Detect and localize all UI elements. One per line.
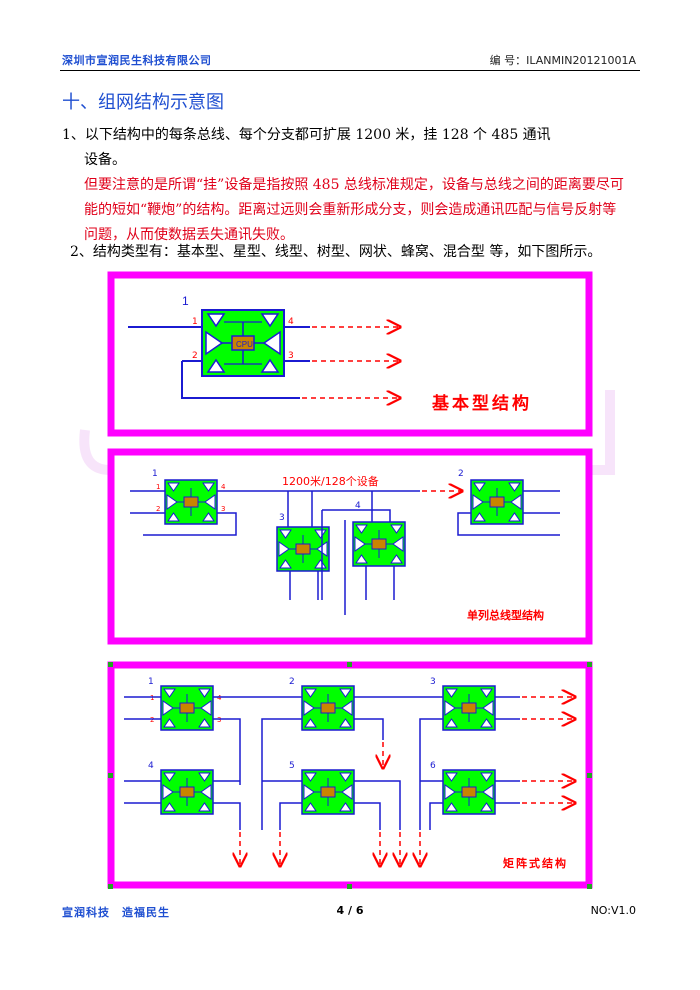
matrix-caption: 矩阵式结构 xyxy=(503,856,568,870)
matrix-node-label-2: 2 xyxy=(289,677,295,687)
matrix-node-label-5: 5 xyxy=(289,761,295,771)
matrix-node-5 xyxy=(301,769,355,815)
line-port-2: 2 xyxy=(156,505,160,513)
footer-version: NO:V1.0 xyxy=(590,904,636,917)
paragraph-2: 2、结构类型有：基本型、星型、线型、树型、网状、蜂窝、混合型 等，如下图所示。 xyxy=(70,244,602,260)
basic-structure-diagram: 1 CPU 1 2 3 4 基本型结构 xyxy=(107,271,593,437)
matrix-node-2 xyxy=(301,685,355,731)
line-node-label-1: 1 xyxy=(152,469,158,479)
warning-line-2: 能的短如“鞭炮”的结构。距离过远则会重新形成分支，则会造成通讯匹配与信号反射等 xyxy=(84,202,617,218)
header-company: 深圳市宣润民生科技有限公司 xyxy=(62,54,212,67)
basic-port-3: 3 xyxy=(288,351,294,361)
line-structure-diagram: 1200米/128个设备 1 1 2 3 4 3 4 2 单列总线型结构 xyxy=(107,448,593,645)
matrix-node-label-1: 1 xyxy=(148,677,154,687)
line-port-4: 4 xyxy=(221,483,226,491)
line-node-label-3: 3 xyxy=(279,513,285,523)
paragraph-1-line-2: 设备。 xyxy=(84,152,126,168)
basic-port-2: 2 xyxy=(192,351,198,361)
section-title: 十、组网结构示意图 xyxy=(62,92,224,113)
basic-port-1: 1 xyxy=(192,317,198,327)
matrix-port-3: 3 xyxy=(217,716,221,724)
header-doc-number: 编 号：ILANMIN20121001A xyxy=(489,54,636,67)
warning-line-1: 但要注意的是所谓“挂”设备是指按照 485 总线标准规定，设备与总线之间的距离要… xyxy=(84,177,624,193)
basic-port-4: 4 xyxy=(288,317,294,327)
line-node-2 xyxy=(470,479,524,525)
warning-line-3: 问题，从而使数据丢失通讯失败。 xyxy=(84,227,294,243)
matrix-node-1 xyxy=(160,685,214,731)
line-caption: 单列总线型结构 xyxy=(467,608,544,622)
matrix-node-4 xyxy=(160,769,214,815)
warning-paragraph: 但要注意的是所谓“挂”设备是指按照 485 总线标准规定，设备与总线之间的距离要… xyxy=(84,173,644,248)
footer-page-number: 4 / 6 xyxy=(336,904,364,917)
line-node-label-4: 4 xyxy=(355,501,361,511)
paragraph-1-line-1: 1、以下结构中的每条总线、每个分支都可扩展 1200 米，挂 128 个 485… xyxy=(62,127,551,143)
matrix-port-4: 4 xyxy=(217,694,222,702)
matrix-structure-diagram: 1 2 3 1 2 3 4 4 5 6 xyxy=(107,661,593,889)
basic-node-number: 1 xyxy=(182,294,189,308)
line-node-1 xyxy=(164,479,218,525)
line-node-label-2: 2 xyxy=(458,469,464,479)
footer-slogan: 宣润科技 造福民生 xyxy=(62,906,170,919)
basic-cpu-label: CPU xyxy=(236,340,253,349)
matrix-node-label-3: 3 xyxy=(430,677,436,687)
line-port-3: 3 xyxy=(221,505,225,513)
matrix-node-label-6: 6 xyxy=(430,761,436,771)
matrix-node-label-4: 4 xyxy=(148,761,154,771)
matrix-port-2: 2 xyxy=(150,716,154,724)
line-node-4 xyxy=(352,521,406,567)
header-divider xyxy=(60,70,640,71)
line-bus-label: 1200米/128个设备 xyxy=(282,474,379,488)
matrix-port-1: 1 xyxy=(150,694,154,702)
matrix-node-3 xyxy=(442,685,496,731)
basic-caption: 基本型结构 xyxy=(431,393,532,414)
matrix-node-6 xyxy=(442,769,496,815)
line-node-3 xyxy=(276,526,330,572)
line-port-1: 1 xyxy=(156,483,160,491)
